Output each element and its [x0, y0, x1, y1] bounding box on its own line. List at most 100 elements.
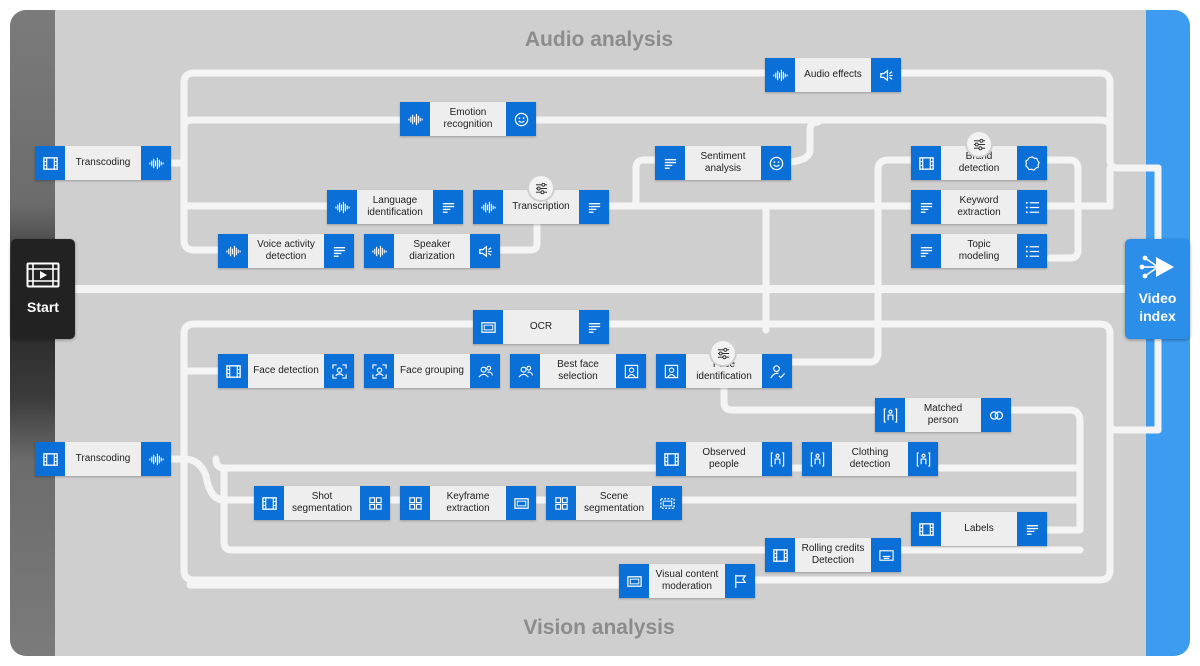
pipeline-canvas: Audio analysis Vision analysis: [10, 10, 1190, 656]
text-lines-icon: [579, 310, 609, 344]
node-label: Topic modeling: [958, 239, 1000, 262]
node-label: Transcription: [512, 201, 570, 212]
visual-content-moderation-node[interactable]: Visual content moderation: [619, 564, 755, 598]
waveform-icon: [400, 102, 430, 136]
node-label: Labels: [964, 523, 994, 534]
keyword-extraction-node[interactable]: Keyword extraction: [911, 190, 1047, 224]
connector-lines: [41, 69, 1164, 589]
credits-icon: [871, 538, 901, 572]
person-bracket-icon: [762, 442, 792, 476]
speaker-icon: [470, 234, 500, 268]
emotion-recognition-node[interactable]: Emotion recognition: [400, 102, 536, 136]
audio-analysis-title: Audio analysis: [524, 28, 674, 51]
film-icon: [35, 442, 65, 476]
node-label: Transcoding: [75, 453, 131, 464]
film-icon: [765, 538, 795, 572]
node-label: Face detection: [253, 365, 319, 376]
face-scan-icon: [364, 354, 394, 388]
bullet-list-icon: [1017, 190, 1047, 224]
sliders-icon[interactable]: [529, 176, 553, 200]
portrait-icon: [616, 354, 646, 388]
shot-segmentation-node[interactable]: Shot segmentation: [254, 486, 390, 520]
voice-activity-detection-node[interactable]: Voice activity detection: [218, 234, 354, 268]
text-lines-icon: [655, 146, 685, 180]
sentiment-analysis-node[interactable]: Sentiment analysis: [655, 146, 791, 180]
grid-icon: [400, 486, 430, 520]
face-scan-icon: [324, 354, 354, 388]
film-icon: [26, 262, 60, 288]
frame-icon: [473, 310, 503, 344]
keyframe-extraction-node[interactable]: Keyframe extraction: [400, 486, 536, 520]
node-label: Transcoding: [75, 157, 131, 168]
node-label: Best face selection: [557, 359, 599, 382]
frame-icon: [506, 486, 536, 520]
clothing-detection-node[interactable]: Clothing detection: [802, 442, 938, 476]
person-bracket-icon: [875, 398, 905, 432]
start-node[interactable]: Start: [11, 239, 75, 339]
matched-person-node[interactable]: Matched person: [875, 398, 1011, 432]
speaker-icon: [871, 58, 901, 92]
waveform-icon: [765, 58, 795, 92]
bullet-list-icon: [1017, 234, 1047, 268]
audio-transcoding-node[interactable]: Transcoding: [35, 146, 171, 180]
node-label: Sentiment analysis: [700, 151, 746, 174]
node-label: Clothing detection: [849, 447, 891, 470]
speaker-diarization-node[interactable]: Speaker diarization: [364, 234, 500, 268]
best-face-selection-node[interactable]: Best face selection: [510, 354, 646, 388]
smiley-icon: [506, 102, 536, 136]
text-lines-icon: [911, 234, 941, 268]
link-icon: [981, 398, 1011, 432]
waveform-icon: [473, 190, 503, 224]
face-detection-node[interactable]: Face detection: [218, 354, 354, 388]
frame-icon: [619, 564, 649, 598]
observed-people-node[interactable]: Observed people: [656, 442, 792, 476]
node-label: OCR: [529, 321, 553, 332]
node-label: Keyword extraction: [957, 195, 1001, 218]
text-lines-icon: [1017, 512, 1047, 546]
node-label: Keyframe extraction: [446, 491, 490, 514]
text-lines-icon: [579, 190, 609, 224]
badge-icon: [1017, 146, 1047, 180]
node-label: Shot segmentation: [291, 491, 353, 514]
film-icon: [218, 354, 248, 388]
start-label: Start: [27, 299, 59, 315]
film-icon: [911, 146, 941, 180]
waveform-icon: [218, 234, 248, 268]
film-icon: [911, 512, 941, 546]
audio-effects-node[interactable]: Audio effects: [765, 58, 901, 92]
transcription-node[interactable]: Transcription: [473, 190, 609, 224]
language-identification-node[interactable]: Language identification: [327, 190, 463, 224]
flag-icon: [725, 564, 755, 598]
node-label: Matched person: [923, 403, 963, 426]
waveform-icon: [364, 234, 394, 268]
portrait-icon: [656, 354, 686, 388]
smiley-icon: [761, 146, 791, 180]
sliders-icon[interactable]: [967, 132, 991, 156]
node-label: Brand detection: [958, 151, 1000, 174]
waveform-icon: [141, 146, 171, 180]
sliders-icon[interactable]: [711, 341, 735, 365]
index-icon: [1139, 255, 1174, 279]
vision-analysis-title: Vision analysis: [523, 616, 675, 639]
labels-node[interactable]: Labels: [911, 512, 1047, 546]
waveform-icon: [141, 442, 171, 476]
text-lines-icon: [911, 190, 941, 224]
rolling-credits-node[interactable]: Rolling credits Detection: [765, 538, 901, 572]
ocr-node[interactable]: OCR: [473, 310, 609, 344]
face-grouping-node[interactable]: Face grouping: [364, 354, 500, 388]
node-label: Scene segmentation: [583, 491, 645, 514]
node-label: Speaker diarization: [409, 239, 455, 262]
video-index-node[interactable]: Video index: [1125, 239, 1190, 339]
video-index-label: Video index: [1138, 290, 1177, 324]
vision-transcoding-node[interactable]: Transcoding: [35, 442, 171, 476]
scene-segmentation-node[interactable]: Scene segmentation: [546, 486, 682, 520]
node-label: Language identification: [367, 195, 423, 218]
node-label: Rolling credits Detection: [801, 543, 865, 566]
node-label: Face grouping: [400, 365, 464, 376]
people-icon: [510, 354, 540, 388]
node-label: Observed people: [702, 447, 746, 470]
grid-icon: [546, 486, 576, 520]
topic-modeling-node[interactable]: Topic modeling: [911, 234, 1047, 268]
film-icon: [254, 486, 284, 520]
person-check-icon: [762, 354, 792, 388]
